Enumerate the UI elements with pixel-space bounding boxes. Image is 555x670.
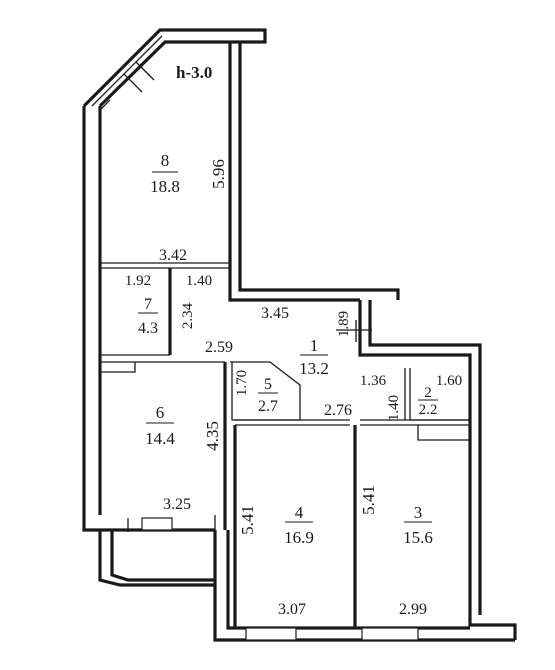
dim-room8-width: 3.42 — [159, 247, 187, 264]
dim-room4-height: 5.41 — [238, 505, 257, 535]
window-room4 — [245, 627, 297, 641]
dim-hall-lower-width: 2.59 — [205, 339, 233, 356]
inner-walls — [100, 262, 470, 628]
openings — [99, 99, 419, 641]
room-3-area: 15.6 — [403, 528, 433, 547]
dim-room5-height: 1.70 — [234, 370, 250, 396]
dim-room2-width: 1.60 — [436, 373, 462, 389]
room-1-area: 13.2 — [299, 359, 329, 378]
dim-room2-height: 1.40 — [386, 395, 402, 421]
dim-room2-left-width: 1.36 — [360, 373, 387, 389]
room-4-number: 4 — [295, 503, 304, 522]
dim-corridor-width: 1.40 — [186, 273, 212, 289]
room-5-area: 2.7 — [258, 398, 278, 415]
dim-room3-width: 2.99 — [399, 601, 427, 618]
room-labels: 8 18.8 7 4.3 6 14.4 5 2.7 1 13.2 2 2.2 4… — [138, 151, 438, 547]
dim-room6-width: 3.25 — [163, 496, 191, 513]
room-4-area: 16.9 — [284, 528, 314, 547]
room-1-number: 1 — [310, 336, 319, 355]
room-2-area: 2.2 — [419, 402, 438, 418]
dim-hall-upper-width: 3.45 — [261, 305, 289, 322]
room-3-number: 3 — [414, 503, 423, 522]
dim-room4-width: 3.07 — [278, 601, 306, 618]
room-7-number: 7 — [144, 296, 152, 313]
dim-room3-height: 5.41 — [359, 485, 378, 515]
dimension-labels: 5.96 3.42 1.92 1.40 2.34 3.45 1.89 2.59 … — [125, 159, 462, 618]
room-7-area: 4.3 — [138, 320, 158, 337]
window-room3 — [361, 627, 419, 641]
room-2-number: 2 — [424, 385, 432, 401]
dim-room7-width: 1.92 — [125, 273, 151, 289]
dim-hall-bottom-width: 2.76 — [324, 402, 352, 419]
window-room6 — [141, 517, 173, 531]
room-6-area: 14.4 — [145, 429, 175, 448]
dim-corridor-height: 2.34 — [180, 302, 196, 329]
room-8-area: 18.8 — [150, 177, 180, 196]
room-6-number: 6 — [156, 403, 165, 422]
ceiling-height-label: h-3.0 — [176, 63, 212, 82]
dim-hall-right-height: 1.89 — [336, 311, 352, 337]
room-8-number: 8 — [161, 151, 170, 170]
dim-room8-height: 5.96 — [209, 159, 228, 189]
dim-room6-height: 4.35 — [203, 421, 222, 451]
room-5-number: 5 — [264, 376, 272, 393]
